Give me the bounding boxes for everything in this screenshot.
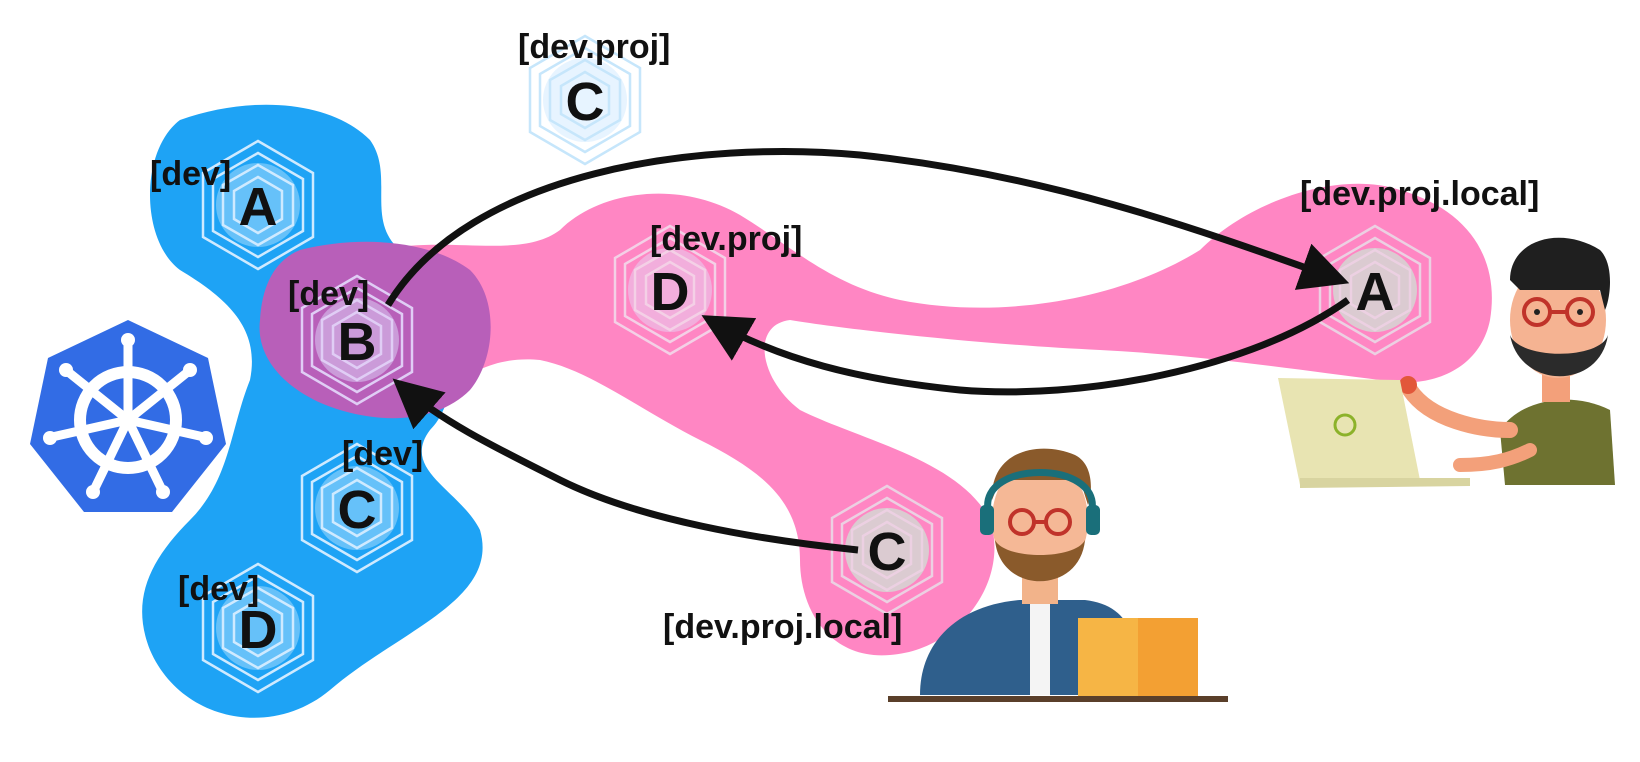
- kubernetes-helm-icon: [30, 320, 226, 512]
- service-letter: D: [239, 600, 278, 660]
- route-arrow-b-to-local-a: [385, 148, 1350, 307]
- service-letter: B: [338, 312, 377, 372]
- service-node-proj-d: D: [613, 224, 727, 356]
- service-node-cluster-c: C: [300, 442, 414, 574]
- service-letter: C: [868, 522, 907, 582]
- service-node-local-c: C: [830, 484, 944, 616]
- desk-laptop-illustration: [888, 618, 1228, 702]
- service-tag: [dev]: [150, 155, 231, 193]
- service-node-floating-c: C: [528, 34, 642, 166]
- service-tag: [dev]: [288, 275, 369, 313]
- service-letter: A: [1356, 262, 1395, 322]
- service-tag: [dev.proj.local]: [663, 608, 902, 646]
- service-letter: C: [338, 480, 377, 540]
- service-tag: [dev]: [342, 435, 423, 473]
- developer-with-laptop-illustration: [1399, 237, 1615, 485]
- service-letter: A: [239, 177, 278, 237]
- service-node-cluster-a: A: [201, 139, 315, 271]
- service-tag: [dev.proj.local]: [1300, 175, 1539, 213]
- service-tag: [dev.proj]: [650, 220, 802, 258]
- service-node-local-a: A: [1318, 224, 1432, 356]
- service-node-cluster-b: B: [300, 274, 414, 406]
- laptop-illustration: [1278, 378, 1470, 488]
- route-arrow-local-c-to-b: [392, 378, 859, 554]
- service-node-cluster-d: D: [201, 562, 315, 694]
- route-arrow-local-a-to-d: [701, 297, 1351, 396]
- service-letter: D: [651, 262, 690, 322]
- service-tag: [dev.proj]: [518, 28, 670, 66]
- service-tag: [dev]: [178, 570, 259, 608]
- service-letter: C: [566, 72, 605, 132]
